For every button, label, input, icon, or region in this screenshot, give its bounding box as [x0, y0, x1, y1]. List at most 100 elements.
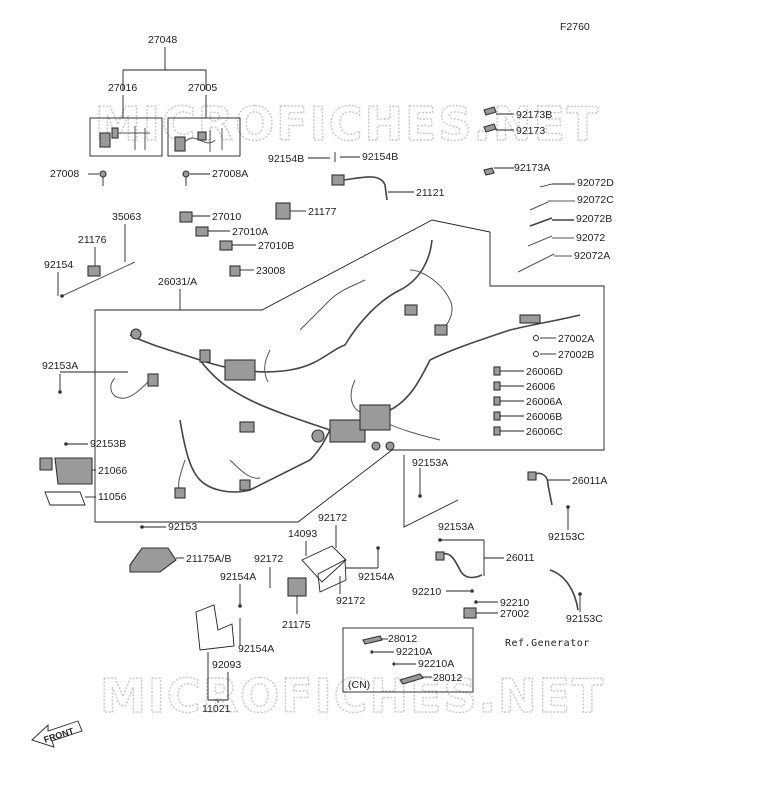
label-92210-right: 92210 — [500, 597, 529, 609]
label-92154A-right: 92154A — [358, 571, 394, 583]
label-27008: 27008 — [50, 168, 79, 180]
label-27010B: 27010B — [258, 240, 294, 252]
label-27002: 27002 — [500, 608, 529, 620]
clip-21176-icon — [87, 265, 101, 277]
box-cn — [342, 627, 474, 693]
label-26006B: 26006B — [526, 411, 562, 423]
label-14093: 14093 — [288, 528, 317, 540]
label-92072D: 92072D — [577, 177, 614, 189]
cover-14093-icon — [301, 545, 347, 583]
label-35063: 35063 — [112, 211, 141, 223]
relay-27010A-icon — [195, 226, 209, 237]
label-92153C-bottom: 92153C — [566, 613, 603, 625]
leader-27048 — [122, 47, 207, 90]
group-generator: 92153C Ref.Generator — [505, 569, 603, 649]
lead-26011-icon — [439, 552, 483, 579]
label-27048: 27048 — [148, 34, 177, 46]
label-92154A-bottom: 92154A — [238, 643, 274, 655]
label-27005: 27005 — [188, 82, 217, 94]
label-11056: 11056 — [98, 491, 127, 503]
label-27008A: 27008A — [212, 168, 248, 180]
group-35063: 35063 21176 92154 — [44, 211, 141, 298]
fuse-26006D-icon — [493, 366, 501, 376]
group-21175AB: 92153 21175A/B — [129, 521, 231, 573]
group-26011A: 26011A 92153C — [527, 471, 607, 543]
label-21175AB: 21175A/B — [186, 553, 231, 565]
label-21176: 21176 — [78, 234, 107, 246]
label-92153B: 92153B — [90, 438, 126, 450]
label-28012-top: 28012 — [388, 633, 417, 645]
label-21175: 21175 — [282, 619, 311, 631]
group-main-harness: 26031/A — [42, 219, 605, 523]
label-26011A: 26011A — [572, 475, 607, 487]
bracket-11021-icon — [195, 604, 235, 651]
front-label: FRONT — [43, 726, 76, 745]
label-28012b-icon — [399, 673, 424, 685]
label-92153C-top: 92153C — [548, 531, 585, 543]
group-92072: 92072D 92072C 92072B 92072 92072A — [517, 177, 614, 273]
harness-outline — [94, 219, 605, 523]
lead-generator-icon — [549, 569, 579, 611]
group-92173: 92173B 92173 92173A — [483, 106, 552, 176]
bolt-27008A-icon — [182, 170, 190, 186]
leader-27016-27005 — [122, 95, 207, 118]
tie-92072B-icon — [529, 217, 574, 227]
label-26006A: 26006A — [526, 396, 562, 408]
front-arrow-icon: FRONT — [31, 720, 83, 748]
region-note: (CN) — [348, 679, 370, 691]
label-92072A: 92072A — [574, 250, 610, 262]
grommet-27002B-icon — [533, 351, 539, 357]
group-27010: 27010 27010A 27010B 21177 23008 — [179, 202, 337, 277]
label-11021: 11021 — [202, 703, 231, 715]
tie-92072C-icon — [529, 200, 575, 211]
label-21177: 21177 — [308, 206, 337, 218]
label-92154: 92154 — [44, 259, 73, 271]
label-92154A-top: 92154A — [220, 571, 256, 583]
group-21066: 92153B 21066 11056 — [39, 438, 127, 506]
label-21121: 21121 — [416, 187, 445, 199]
main-wiring-harness-icon — [110, 239, 581, 499]
label-26006D: 26006D — [526, 366, 563, 378]
group-11021: 92154A 92093 11021 — [195, 604, 274, 715]
label-92154B-right: 92154B — [362, 151, 398, 163]
fuse-series-26006: 26006D 26006 26006A 26006B 26006C — [493, 366, 563, 438]
label-92072B: 92072B — [576, 213, 612, 225]
label-26006: 26006 — [526, 381, 555, 393]
group-27048: 27048 27016 27005 27008 27008A — [50, 34, 248, 186]
label-26031A: 26031/A — [158, 276, 197, 288]
fuse-26006A-icon — [493, 396, 501, 406]
label-92173A: 92173A — [514, 162, 550, 174]
label-92173B: 92173B — [516, 109, 552, 121]
group-26011: 26011 92210 92210 27002 — [412, 538, 535, 620]
ecu-21175-icon — [287, 577, 307, 597]
group-92153A-right: 92153A 92153A — [403, 455, 474, 533]
label-92172-left: 92172 — [254, 553, 283, 565]
label-92153A-bottom: 92153A — [438, 521, 474, 533]
bracket-35063-icon — [61, 261, 136, 297]
fuse-26006-icon — [493, 381, 501, 391]
fuse-26006B-icon — [493, 411, 501, 421]
label-28012-icon — [362, 635, 383, 645]
label-27010: 27010 — [212, 211, 241, 223]
label-92154B-left: 92154B — [268, 153, 304, 165]
label-26006C: 26006C — [526, 426, 563, 438]
clamp-92173A-icon — [483, 167, 495, 176]
tie-92072D-icon — [539, 183, 575, 188]
watermark-bottom: MICROFICHES.NET — [100, 669, 605, 723]
bracket-11056-icon — [44, 491, 86, 506]
label-92210A-top: 92210A — [396, 646, 432, 658]
regulator-21066-icon — [39, 457, 93, 485]
box-27016 — [89, 117, 163, 157]
label-92172-top: 92172 — [318, 512, 347, 524]
label-26011: 26011 — [506, 552, 535, 564]
label-27016: 27016 — [108, 82, 137, 94]
label-27002B: 27002B — [558, 349, 594, 361]
clamp-92173-icon — [483, 123, 497, 133]
label-92072: 92072 — [576, 232, 605, 244]
group-21121: 21121 — [331, 174, 445, 201]
clamp-92173B-icon — [483, 106, 497, 116]
label-92210-left: 92210 — [412, 586, 441, 598]
relay-27010-icon — [179, 211, 193, 223]
